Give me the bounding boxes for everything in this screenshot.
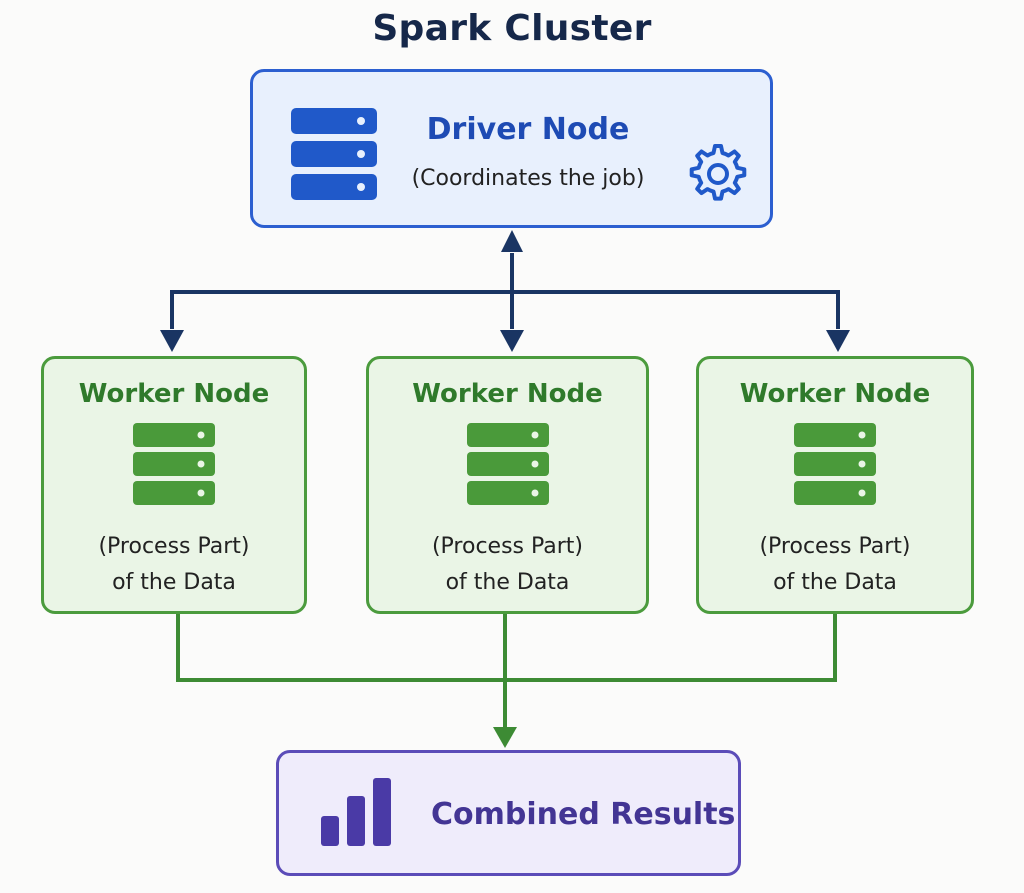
worker-desc-line-1: (Process Part) [431, 534, 584, 559]
worker-desc-line-2: of the Data [112, 570, 236, 595]
worker-node-1: Worker Node (Process Part) of the Data [41, 356, 307, 614]
server-stack-icon [133, 423, 215, 505]
gear-icon [686, 142, 750, 206]
driver-node-label: Driver Node [426, 112, 630, 147]
worker-node-label: Worker Node [412, 379, 603, 409]
worker-node-description: (Process Part) of the Data [369, 529, 646, 601]
combined-results-node: Combined Results [276, 750, 741, 876]
bar-chart-icon [321, 778, 393, 848]
diagram-title: Spark Cluster [372, 8, 652, 49]
worker-desc-line-2: of the Data [445, 570, 570, 595]
worker-desc-line-2: of the Data [773, 570, 897, 595]
worker-node-2: Worker Node (Process Part) of the Data [366, 356, 649, 614]
arrowhead-to-driver [501, 230, 523, 252]
worker-node-label: Worker Node [78, 379, 270, 409]
arrowhead-to-worker-1 [160, 330, 184, 352]
worker-desc-line-1: (Process Part) [98, 534, 250, 559]
driver-node: Driver Node (Coordinates the job) [250, 69, 773, 228]
server-stack-icon [794, 423, 876, 505]
worker-node-label: Worker Node [739, 379, 931, 409]
worker-node-description: (Process Part) of the Data [44, 529, 304, 601]
server-stack-icon [291, 108, 377, 200]
combined-results-label: Combined Results [431, 797, 736, 832]
arrowhead-to-worker-3 [826, 330, 850, 352]
server-stack-icon [466, 423, 549, 505]
worker-node-3: Worker Node (Process Part) of the Data [696, 356, 974, 614]
dispatch-arrows [170, 253, 840, 329]
driver-node-subtitle: (Coordinates the job) [411, 166, 645, 191]
arrowhead-to-results [493, 727, 517, 748]
collect-arrows [176, 614, 837, 728]
worker-desc-line-1: (Process Part) [759, 534, 911, 559]
worker-node-description: (Process Part) of the Data [699, 529, 971, 601]
dispatch-arrowheads [160, 230, 850, 352]
arrowhead-to-worker-2 [500, 330, 524, 352]
